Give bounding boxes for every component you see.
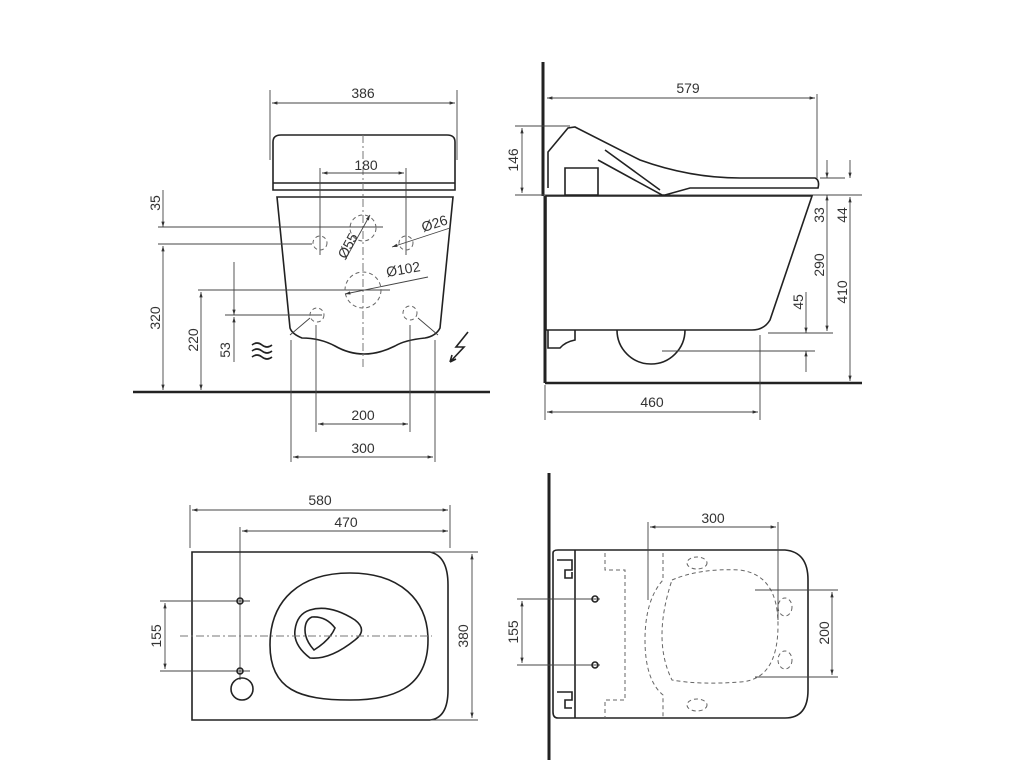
water-supply-icon <box>251 342 273 360</box>
underside-view: 300 200 155 <box>505 473 838 760</box>
dim-580: 580 <box>308 492 332 508</box>
dim-146: 146 <box>505 148 521 172</box>
dim-45: 45 <box>790 294 806 310</box>
dim-410: 410 <box>834 280 850 304</box>
bowl-outline <box>276 196 454 355</box>
seat-ring <box>269 572 429 701</box>
dim-33: 33 <box>811 207 827 223</box>
dim-155: 155 <box>148 624 164 648</box>
electricity-icon <box>449 331 469 363</box>
dim-300: 300 <box>351 440 375 456</box>
dim-579: 579 <box>676 80 700 96</box>
bowl-side <box>545 195 814 331</box>
dim-200-underside: 200 <box>816 621 832 645</box>
dim-220: 220 <box>185 328 201 352</box>
dim-35: 35 <box>147 195 163 211</box>
dim-460: 460 <box>640 394 664 410</box>
dim-180: 180 <box>354 157 378 173</box>
top-view: 580 470 155 380 <box>148 492 478 721</box>
seat-lid <box>272 134 456 191</box>
dim-470: 470 <box>334 514 358 530</box>
dim-53: 53 <box>217 342 233 358</box>
dim-380: 380 <box>455 624 471 648</box>
side-view: 579 146 33 290 44 410 45 460 <box>505 62 862 420</box>
dim-155-underside: 155 <box>505 620 521 644</box>
dim-44: 44 <box>834 207 850 223</box>
dim-300-underside: 300 <box>701 510 725 526</box>
bowl-top <box>191 551 449 721</box>
dia-55: Ø55 <box>334 230 361 261</box>
front-view: 386 180 35 320 220 53 Ø55 Ø26 Ø102 200 3 <box>133 85 490 462</box>
dia-102: Ø102 <box>385 258 422 280</box>
dim-290: 290 <box>811 253 827 277</box>
dim-200: 200 <box>351 407 375 423</box>
dim-320: 320 <box>147 306 163 330</box>
dim-386: 386 <box>351 85 375 101</box>
seat-unit <box>547 126 820 196</box>
dia-26: Ø26 <box>419 211 449 234</box>
